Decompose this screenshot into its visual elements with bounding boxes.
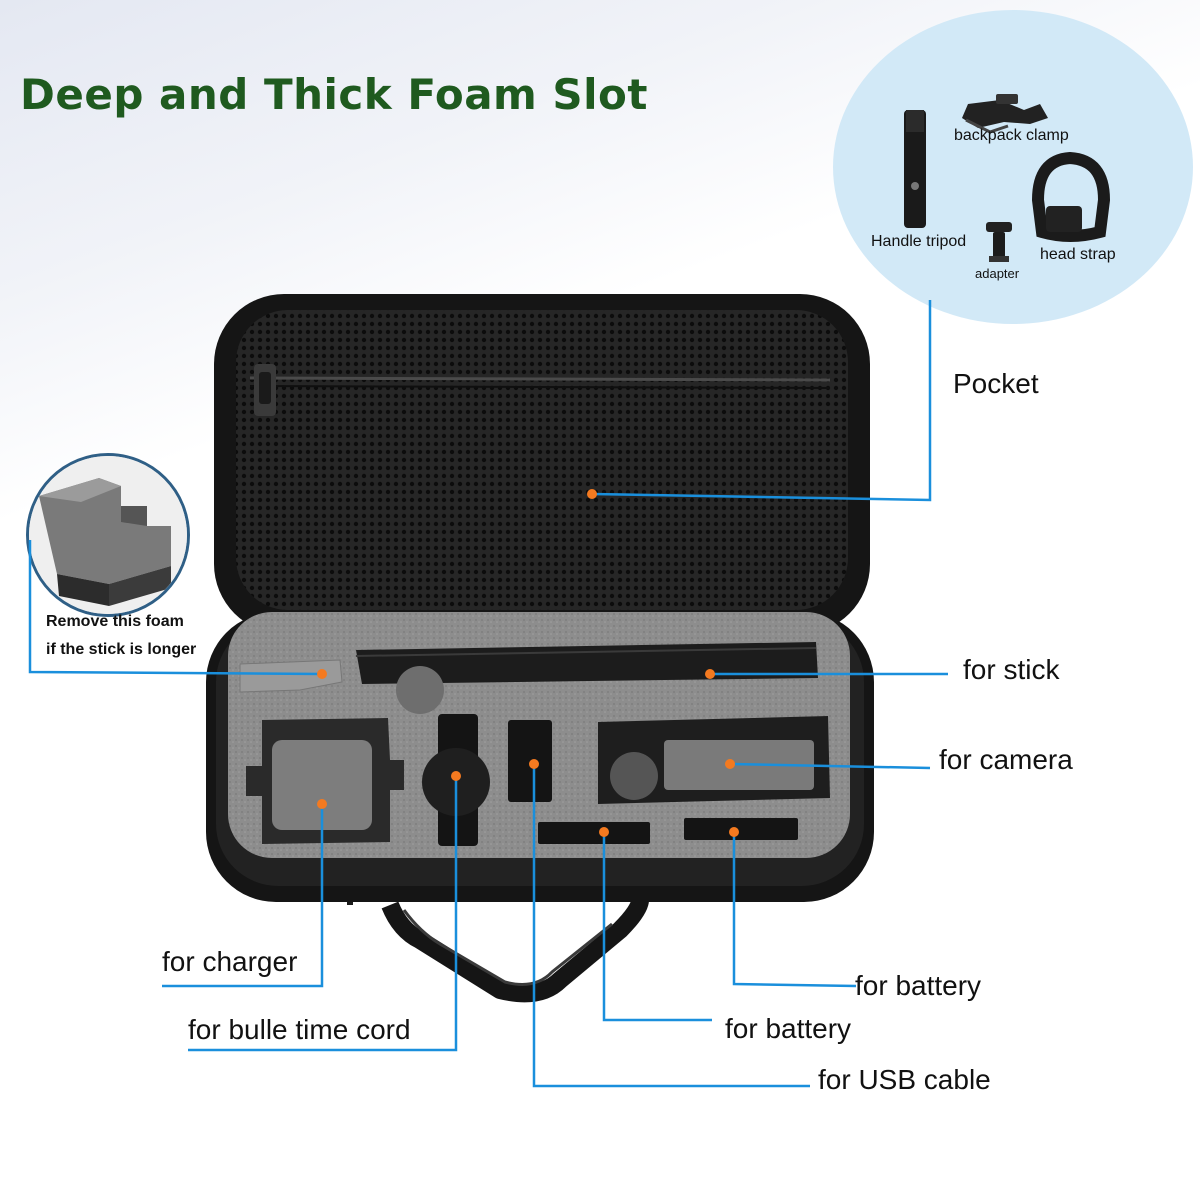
callout-camera: for camera (939, 744, 1073, 775)
adapter-icon (986, 222, 1012, 262)
callout-battery-upper: for battery (855, 970, 982, 1001)
head-strap-icon (1031, 151, 1111, 242)
callout-bullet-time-cord: for bulle time cord (188, 1014, 411, 1045)
adapter-label: adapter (975, 266, 1020, 281)
handle-tripod-label: Handle tripod (871, 233, 967, 250)
foam-note-line2: if the stick is longer (46, 641, 197, 658)
page-title: Deep and Thick Foam Slot (20, 70, 648, 119)
accessory-circle (833, 10, 1193, 324)
handle-tripod-icon (904, 110, 926, 228)
backpack-clamp-label: backpack clamp (954, 127, 1069, 144)
backpack-clamp-icon (962, 94, 1048, 134)
head-strap-label: head strap (1040, 246, 1116, 263)
callout-usb-cable: for USB cable (818, 1064, 991, 1095)
marker-dots (317, 489, 739, 837)
foam-detail-circle (26, 453, 190, 617)
callout-charger: for charger (162, 946, 298, 977)
leader-lines (28, 300, 948, 1088)
callout-pocket: Pocket (953, 368, 1039, 399)
foam-block-icon (29, 456, 187, 614)
callout-stick: for stick (963, 654, 1060, 685)
callout-battery-lower: for battery (725, 1013, 852, 1044)
foam-note-line1: Remove this foam (46, 613, 184, 630)
